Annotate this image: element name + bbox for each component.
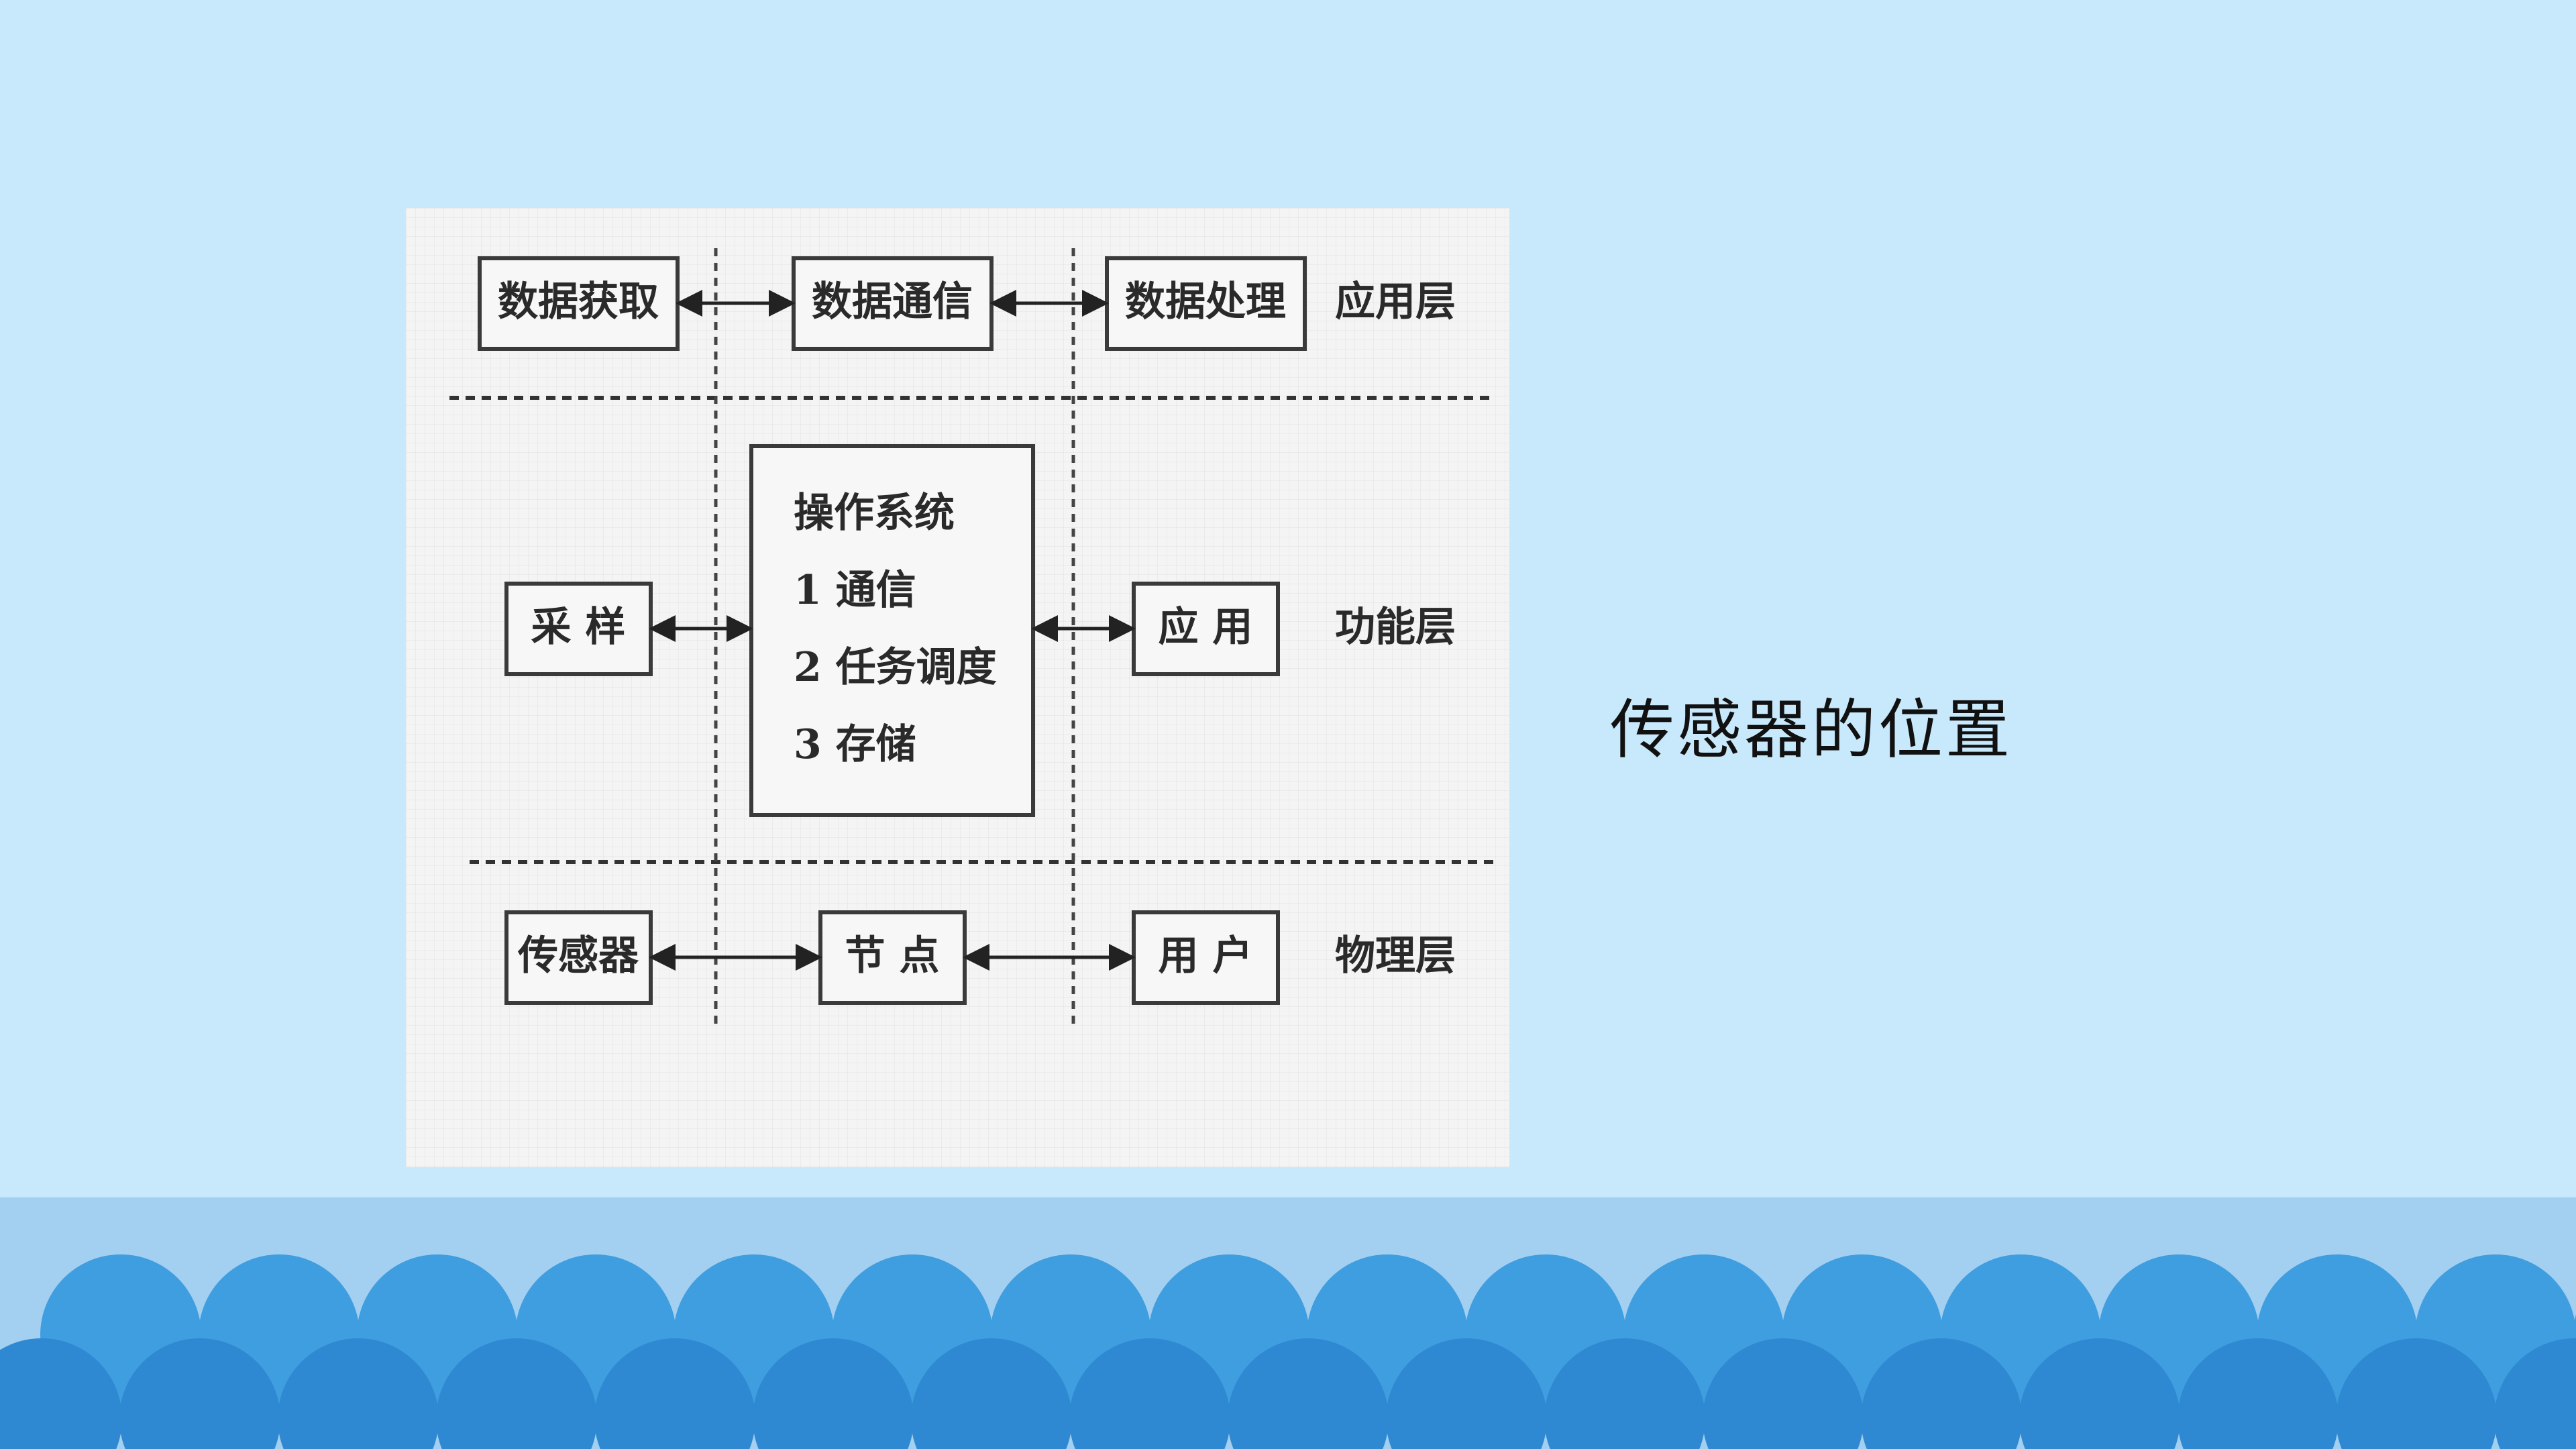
scallop-front <box>1861 1338 2022 1449</box>
scallop-row-front <box>0 1338 2576 1449</box>
architecture-diagram: 数据获取 数据通信 数据处理 应用层 采 样 操作系统 1 通信 2 任务调度 … <box>406 208 1509 1167</box>
application-label: 应 用 <box>1159 604 1253 651</box>
sensor-box <box>504 910 653 1005</box>
data-communication-label: 数据通信 <box>812 278 973 325</box>
scallop-front <box>436 1338 597 1449</box>
scallop-front <box>0 1338 122 1449</box>
scallop-front <box>1228 1338 1389 1449</box>
sampling-label: 采 样 <box>531 604 626 651</box>
data-acquisition-label: 数据获取 <box>498 278 659 325</box>
data-communication-box <box>792 256 994 351</box>
scallop-front <box>278 1338 439 1449</box>
physical-layer-label: 物理层 <box>1335 932 1456 979</box>
data-processing-label: 数据处理 <box>1125 278 1286 325</box>
scallop-front <box>753 1338 914 1449</box>
os-item-storage: 3 存储 <box>794 721 916 768</box>
node-box <box>818 910 967 1005</box>
sensor-label: 传感器 <box>517 932 639 979</box>
scallop-front <box>119 1338 280 1449</box>
scallop-front <box>594 1338 755 1449</box>
scallop-front <box>1069 1338 1230 1449</box>
scallop-front <box>2336 1338 2497 1449</box>
application-layer-label: 应用层 <box>1335 278 1456 325</box>
scallop-front <box>1703 1338 1864 1449</box>
scallop-front <box>2178 1338 2339 1449</box>
decorative-wave-band <box>0 1197 2576 1449</box>
scallop-front <box>911 1338 1072 1449</box>
slide-caption: 传感器的位置 <box>1610 692 2012 767</box>
scallop-front <box>1386 1338 1547 1449</box>
os-item-communication: 1 通信 <box>794 567 916 614</box>
scallop-front <box>2019 1338 2180 1449</box>
application-box <box>1132 582 1280 676</box>
scallop-front <box>2494 1338 2576 1449</box>
user-label: 用 户 <box>1159 932 1253 979</box>
user-box <box>1132 910 1280 1005</box>
os-title: 操作系统 <box>794 490 955 537</box>
node-label: 节 点 <box>845 932 940 979</box>
os-item-task-scheduling: 2 任务调度 <box>794 644 997 691</box>
scallop-front <box>1544 1338 1705 1449</box>
function-layer-label: 功能层 <box>1335 604 1456 651</box>
